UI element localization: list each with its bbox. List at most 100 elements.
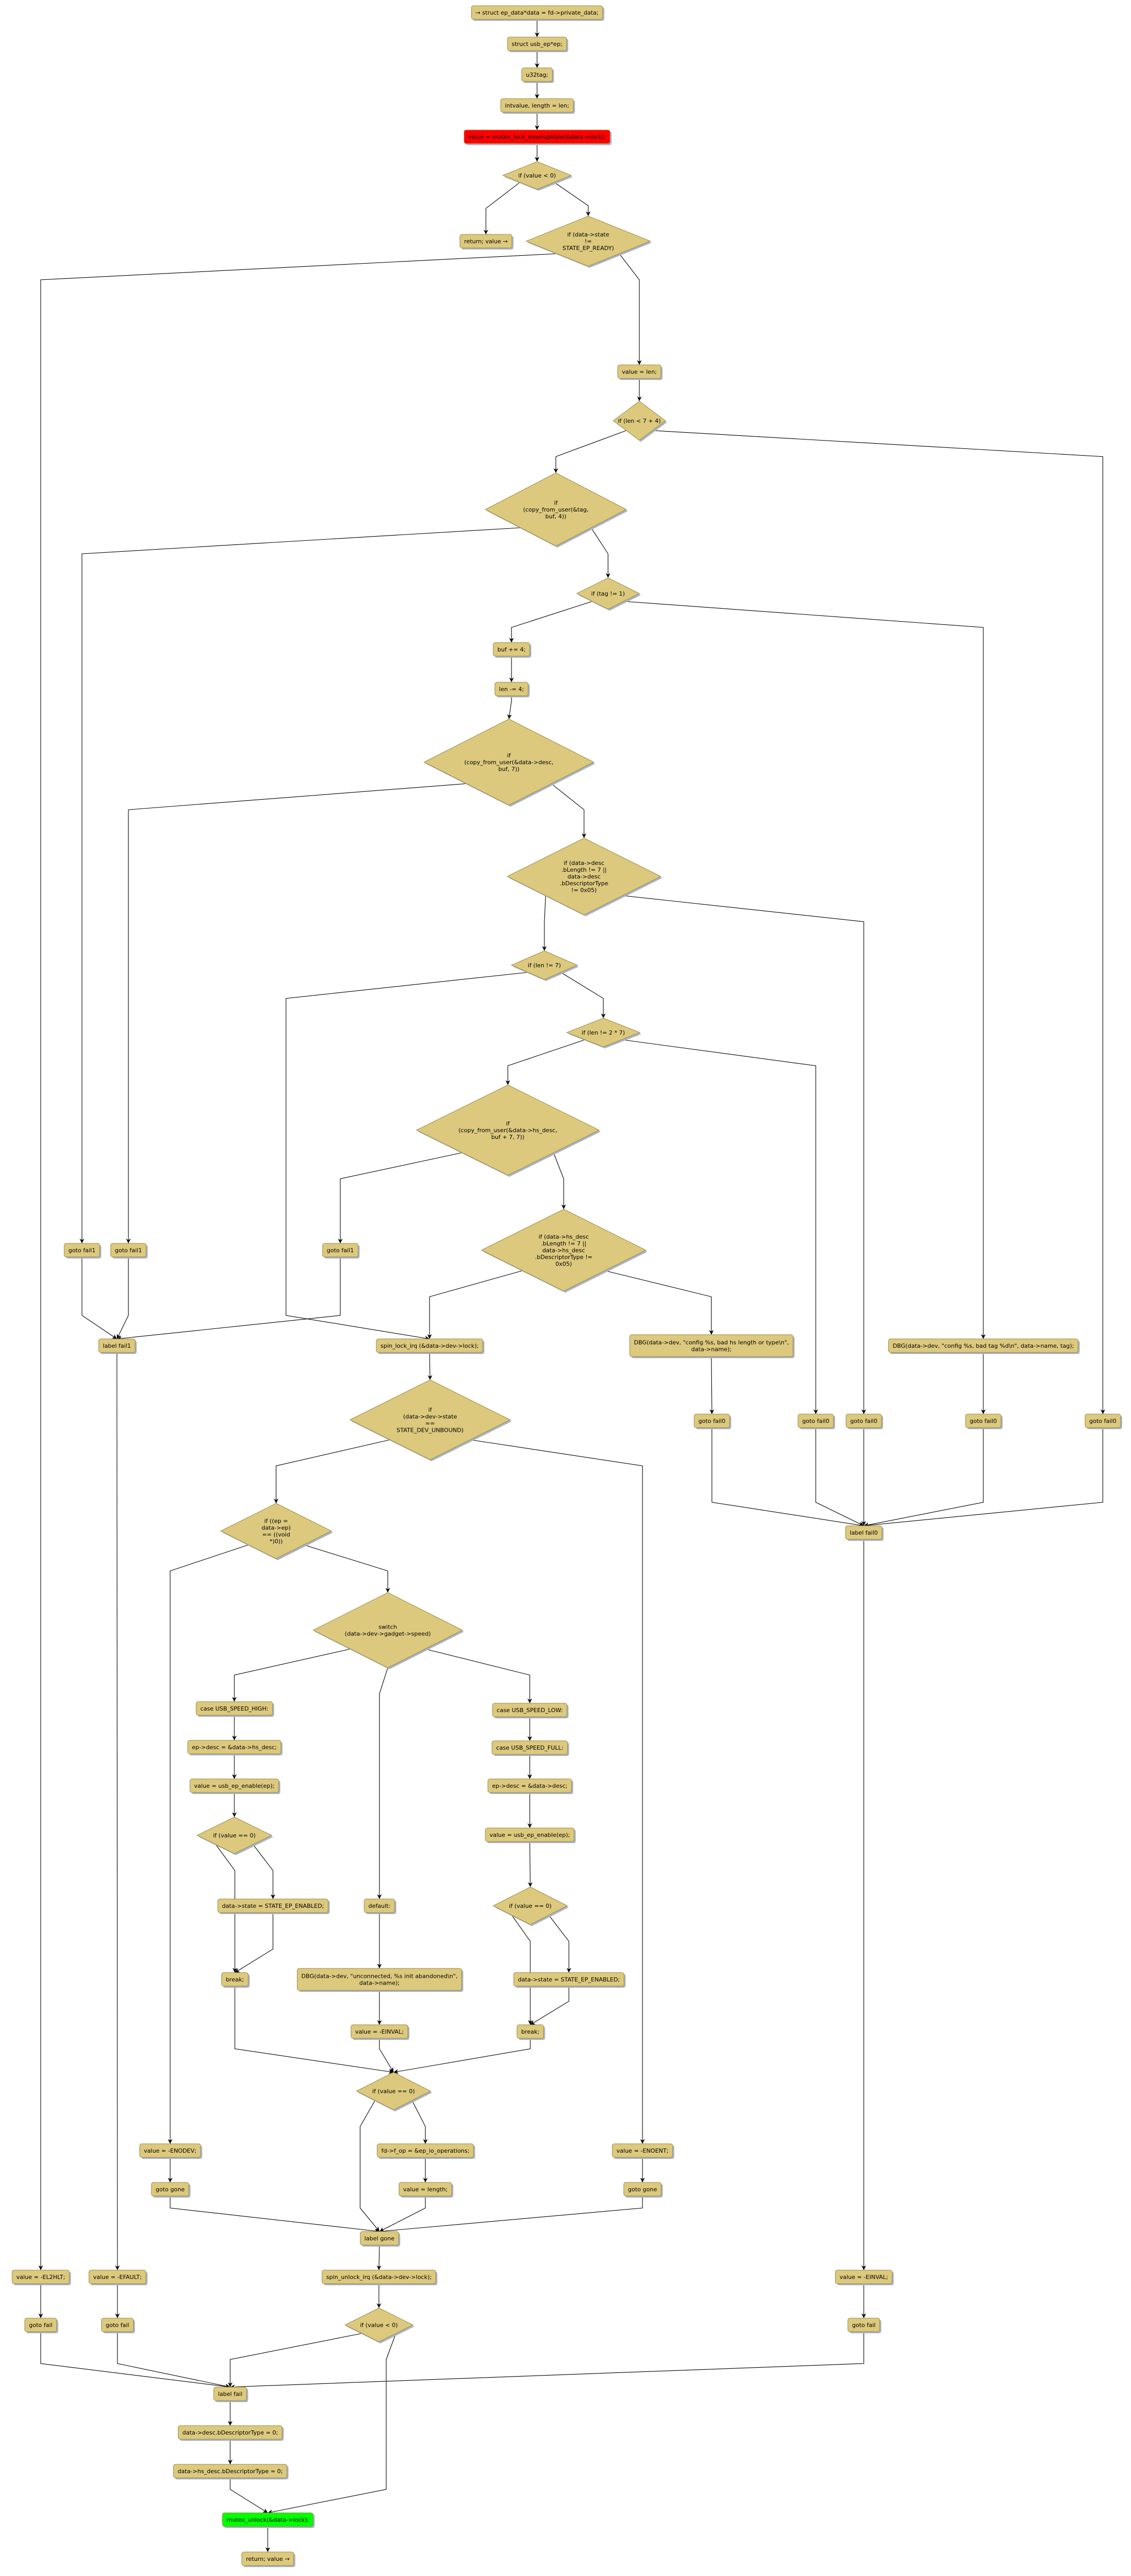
- statement-node[interactable]: value = -EINVAL;: [835, 2270, 894, 2285]
- statement-node[interactable]: goto fail1: [110, 1243, 148, 1259]
- statement-node[interactable]: struct usb_ep*ep;: [507, 37, 568, 52]
- statement-node[interactable]: value = length;: [398, 2182, 454, 2198]
- statement-node[interactable]: goto gone: [151, 2182, 191, 2198]
- flow-edge: [116, 1257, 341, 1341]
- statement-node[interactable]: u32tag;: [521, 67, 554, 83]
- statement-node[interactable]: goto fail1: [64, 1243, 101, 1259]
- statement-box: [848, 2318, 880, 2332]
- decision-node[interactable]: if (value == 0): [196, 1817, 273, 1855]
- edges-layer: [38, 19, 1105, 2552]
- statement-node[interactable]: value = mutex_lock_interruptible(&data->…: [463, 129, 612, 145]
- decision-diamond: [613, 400, 666, 441]
- statement-node[interactable]: data->hs_desc.bDescriptorType = 0;: [173, 2464, 289, 2479]
- statement-node[interactable]: intvalue, length = len;: [500, 98, 575, 114]
- statement-node[interactable]: goto fail1: [322, 1243, 360, 1259]
- statement-node[interactable]: label fail0: [845, 1525, 884, 1541]
- statement-node[interactable]: value = usb_ep_enable(ep);: [189, 1778, 281, 1794]
- decision-node[interactable]: if(copy_from_user(&tag,buf, 4)): [484, 472, 628, 548]
- statement-node[interactable]: goto fail0: [1085, 1414, 1122, 1429]
- statement-node[interactable]: value = -ENOENT;: [612, 2143, 674, 2159]
- statement-node[interactable]: → struct ep_data*data = fd->private_data…: [471, 5, 604, 21]
- node-label: fd->f_op = &ep_io_operations;: [382, 2147, 470, 2154]
- decision-node[interactable]: if (value < 0): [502, 161, 573, 191]
- node-label: if: [507, 752, 511, 759]
- node-label: goto fail: [29, 2322, 53, 2329]
- statement-node[interactable]: goto fail: [848, 2318, 882, 2333]
- decision-diamond: [312, 1592, 463, 1668]
- statement-node[interactable]: DBG(data->dev, "config %s, bad tag %d\n"…: [888, 1338, 1080, 1354]
- node-label: data->hs_desc.bDescriptorType = 0;: [177, 2468, 283, 2475]
- statement-node[interactable]: goto fail: [101, 2318, 135, 2333]
- decision-node[interactable]: switch(data->dev->gadget->speed): [312, 1592, 464, 1669]
- decision-node[interactable]: if (data->hs_desc.bLength != 7 ||data->h…: [481, 1208, 648, 1293]
- statement-node[interactable]: value = -EL2HLT;: [11, 2270, 71, 2285]
- decision-node[interactable]: if (value == 0): [492, 1886, 569, 1926]
- node-label: goto fail1: [115, 1247, 142, 1254]
- decision-node[interactable]: if (data->desc.bLength != 7 ||data->desc…: [506, 837, 662, 917]
- statement-node[interactable]: case USB_SPEED_LOW:: [492, 1703, 569, 1718]
- statement-node[interactable]: spin_lock_irq (&data->dev->lock);: [376, 1338, 484, 1354]
- statement-node[interactable]: goto fail0: [797, 1414, 835, 1429]
- statement-box: [485, 1827, 575, 1842]
- statement-node[interactable]: data->desc.bDescriptorType = 0;: [177, 2425, 284, 2441]
- statement-box: [797, 1414, 834, 1428]
- decision-node[interactable]: if (data->state!=STATE_EP_READY): [525, 216, 652, 268]
- decision-node[interactable]: if (len != 2 * 7): [566, 1017, 641, 1049]
- statement-node[interactable]: DBG(data->dev, "unconnected, %s init aba…: [296, 1968, 463, 1992]
- decision-diamond: [502, 161, 572, 190]
- statement-node[interactable]: goto fail0: [965, 1414, 1003, 1429]
- statement-node[interactable]: buf += 4;: [493, 642, 531, 658]
- statement-node[interactable]: label gone: [360, 2231, 400, 2247]
- statement-node[interactable]: mutex_unlock(&data->lock);: [222, 2512, 315, 2528]
- statement-node[interactable]: default:: [364, 1898, 397, 1914]
- statement-box: [177, 2425, 283, 2440]
- decision-diamond: [492, 1886, 568, 1925]
- statement-node[interactable]: break;: [517, 2024, 545, 2040]
- node-label: value = usb_ep_enable(ep);: [194, 1783, 275, 1789]
- node-label: value = -ENOENT;: [616, 2147, 669, 2154]
- statement-node[interactable]: len -= 4;: [494, 682, 530, 697]
- decision-node[interactable]: if (value < 0): [344, 2307, 414, 2344]
- decision-node[interactable]: if (len != 7): [510, 950, 579, 981]
- decision-node[interactable]: if(copy_from_user(&data->desc,buf, 7)): [423, 718, 596, 807]
- decision-node[interactable]: if(copy_from_user(&data->hs_desc,buf + 7…: [415, 1084, 601, 1177]
- statement-node[interactable]: label fail1: [98, 1338, 137, 1354]
- decision-node[interactable]: if (value == 0): [355, 2072, 432, 2111]
- node-label: if (tag != 1): [591, 590, 625, 597]
- statement-node[interactable]: ep->desc = &data->hs_desc;: [187, 1740, 283, 1755]
- statement-node[interactable]: break;: [221, 1972, 250, 1988]
- statement-node[interactable]: label fail: [213, 2387, 248, 2402]
- statement-node[interactable]: spin_unlock_irq (&data->dev->lock);: [322, 2270, 437, 2285]
- statement-node[interactable]: goto gone: [623, 2182, 663, 2198]
- statement-node[interactable]: return; value →: [459, 234, 514, 250]
- decision-node[interactable]: if(data->dev->state==STATE_DEV_UNBOUND): [349, 1379, 512, 1462]
- node-label: if (len != 2 * 7): [582, 1029, 625, 1036]
- decision-diamond: [484, 472, 627, 547]
- statement-node[interactable]: fd->f_op = &ep_io_operations;: [377, 2143, 475, 2159]
- statement-box: [351, 2024, 408, 2039]
- statement-box: [513, 1972, 625, 1987]
- node-label: buf, 4)): [545, 513, 566, 520]
- decision-node[interactable]: if ((ep =data->ep)== ((void*)0)): [220, 1503, 333, 1560]
- statement-node[interactable]: value = usb_ep_enable(ep);: [485, 1827, 576, 1843]
- statement-node[interactable]: case USB_SPEED_HIGH:: [196, 1701, 275, 1717]
- statement-node[interactable]: data->state = STATE_EP_ENABLED;: [217, 1898, 330, 1914]
- statement-node[interactable]: case USB_SPEED_FULL:: [492, 1740, 569, 1756]
- decision-node[interactable]: if (len < 7 + 4): [613, 400, 667, 442]
- statement-node[interactable]: goto fail0: [694, 1414, 731, 1429]
- statement-node[interactable]: ep->desc = &data->desc;: [487, 1778, 574, 1794]
- statement-box: [296, 1968, 462, 1991]
- statement-box: [463, 129, 611, 144]
- statement-node[interactable]: goto fail0: [846, 1414, 883, 1429]
- statement-node[interactable]: goto fail: [25, 2318, 58, 2333]
- statement-node[interactable]: value = -ENODEV;: [139, 2143, 203, 2159]
- statement-node[interactable]: value = -EFAULT;: [88, 2270, 148, 2285]
- statement-node[interactable]: return; value →: [241, 2551, 295, 2567]
- statement-node[interactable]: data->state = STATE_EP_ENABLED;: [513, 1972, 626, 1988]
- decision-node[interactable]: if (tag != 1): [576, 577, 641, 611]
- statement-node[interactable]: value = -EINVAL;: [351, 2024, 410, 2040]
- node-label: (data->dev->state: [403, 1414, 457, 1420]
- statement-box: [845, 1525, 883, 1540]
- statement-node[interactable]: DBG(data->dev, "config %s, bad hs length…: [629, 1334, 795, 1358]
- statement-node[interactable]: value = len;: [617, 364, 663, 380]
